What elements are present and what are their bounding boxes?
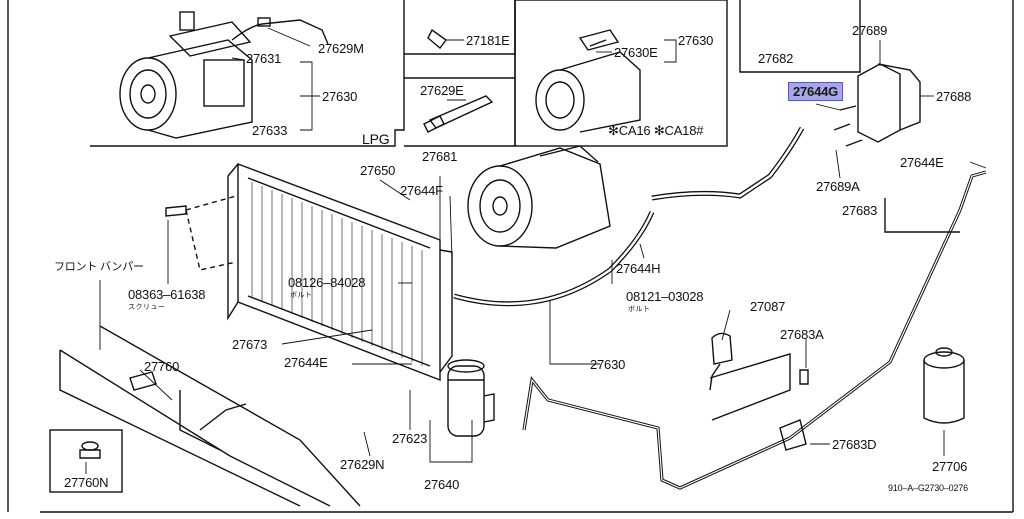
callout-27673: 27673 [232, 337, 268, 352]
switch-wire [709, 363, 721, 391]
callout-27087: 27087 [750, 299, 786, 314]
callout-27683: 27683 [842, 203, 878, 218]
bolt-08363 [165, 205, 187, 217]
callout-27644G-highlighted[interactable]: 27644G [788, 82, 844, 101]
compressor-center [467, 145, 611, 249]
liquid-pipe-inner [523, 171, 987, 489]
label-bolt-jp-1: ボルト [290, 292, 313, 299]
hose-suction-inner [651, 127, 804, 200]
firewall-panel [709, 353, 791, 421]
variant-note: ✻CA16 ✻CA18# [608, 123, 704, 138]
switch-27087 [711, 332, 733, 365]
callout-27689: 27689 [852, 23, 888, 38]
hose-discharge-inner [453, 211, 654, 305]
strap-27629E [428, 95, 494, 129]
dash-leader-bolt [185, 195, 237, 271]
inset-frame-compressor-1 [90, 0, 405, 147]
callout-08121-03028: 08121–03028 [626, 289, 704, 304]
bracket-27760 [179, 390, 221, 451]
callout-27644E-left: 27644E [284, 355, 328, 370]
callout-27689A: 27689A [816, 179, 860, 194]
expansion-valve-27689 [833, 63, 921, 147]
figure-code: 910–A–G2730–0276 [888, 483, 968, 493]
callout-27650: 27650 [360, 163, 396, 178]
callout-08363-61638: 08363–61638 [128, 287, 206, 302]
compressor-top-middle [535, 29, 641, 133]
callout-27682: 27682 [758, 51, 794, 66]
liquid-pipe-outer [522, 170, 987, 490]
receiver-dryer-27640 [447, 359, 495, 437]
callout-27623: 27623 [392, 431, 428, 446]
callout-27630-center: 27630 [590, 357, 626, 372]
callout-27683A: 27683A [780, 327, 824, 342]
callout-27630-top-mid: 27630 [678, 33, 714, 48]
compressor-top-left [119, 11, 329, 139]
callout-27633: 27633 [252, 123, 288, 138]
leader-27683-bracket [884, 198, 960, 233]
inset-frame-27629E [404, 0, 516, 147]
callout-27644H: 27644H [616, 261, 661, 276]
label-screw-jp: スクリュー [128, 304, 166, 311]
callout-27760N: 27760N [64, 475, 109, 490]
clip-27181E [427, 28, 447, 50]
cylinder-27706 [923, 347, 965, 424]
callout-27644F: 27644F [400, 183, 443, 198]
front-bumper-lower [59, 350, 301, 507]
callout-27683D: 27683D [832, 437, 877, 452]
callout-08126-84028: 08126–84028 [288, 275, 366, 290]
callout-27629E: 27629E [420, 83, 464, 98]
callout-LPG: LPG [362, 131, 390, 147]
callout-27644E-right: 27644E [900, 155, 944, 170]
condenser-fins [251, 182, 423, 366]
inset-frame-compressor-2 [514, 0, 728, 147]
callout-27640: 27640 [424, 477, 460, 492]
inset-frame-27682 [739, 0, 861, 73]
callout-27629M: 27629M [318, 41, 364, 56]
callout-27629N: 27629N [340, 457, 385, 472]
callout-27631: 27631 [246, 51, 282, 66]
label-bolt-jp-2: ボルト [628, 306, 651, 313]
wire-27760 [199, 403, 247, 431]
callout-27181E: 27181E [466, 33, 510, 48]
inset-frame-27760N [49, 429, 123, 493]
leader-lines [85, 27, 987, 474]
label-front-bumper-jp: フロント バンパー [54, 261, 144, 273]
front-bumper-lines [59, 325, 361, 507]
callout-27630E: 27630E [614, 45, 658, 60]
callout-27688: 27688 [936, 89, 972, 104]
clamp-27683D [779, 419, 807, 451]
callout-27681: 27681 [422, 149, 458, 164]
condenser-27650 [227, 162, 441, 382]
condenser-bracket [439, 249, 453, 373]
callout-27630-top-left: 27630 [322, 89, 358, 104]
callout-27760: 27760 [144, 359, 180, 374]
bolt-27683A [799, 369, 809, 385]
callout-27706: 27706 [932, 459, 968, 474]
